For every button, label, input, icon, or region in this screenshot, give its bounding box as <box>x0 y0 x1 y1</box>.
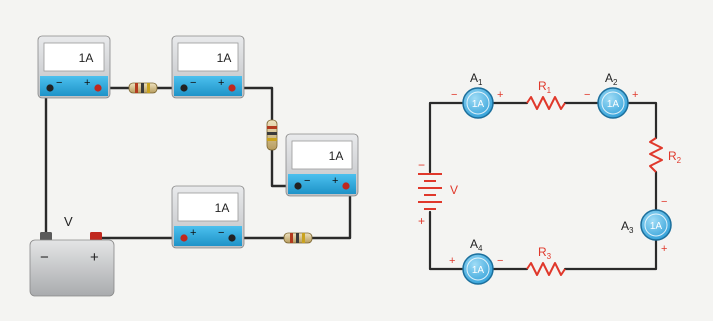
schematic-ammeter-a3: 1A A3 − + <box>621 196 672 255</box>
wire-top-left <box>428 101 465 174</box>
a1-left-sign: − <box>451 89 457 101</box>
schematic-voltage-source <box>418 173 442 210</box>
a2-label: A2 <box>605 71 618 87</box>
meter-4-reading: 1A <box>215 201 230 215</box>
pictorial-ammeter-4: 1A + − <box>171 185 245 249</box>
pictorial-circuit: 1A − + 1A − + 1A − + <box>29 35 359 297</box>
a2-left-sign: − <box>584 89 590 101</box>
pictorial-resistor-1 <box>128 82 158 94</box>
meter-4-left-sign: + <box>190 227 196 239</box>
a4-right-sign: − <box>497 255 503 267</box>
meter-3-pos-terminal <box>342 182 350 190</box>
source-pos-sign: + <box>418 214 425 228</box>
a3-label: A3 <box>621 219 634 235</box>
meter-1-neg-terminal <box>46 84 54 92</box>
r3-label: R3 <box>538 245 552 261</box>
meter-1-neg-sign: − <box>56 77 62 89</box>
wire-m2-m3 <box>234 86 296 188</box>
battery-neg-sign: − <box>40 249 49 266</box>
meter-2-neg-sign: − <box>190 77 196 89</box>
a2-right-sign: + <box>632 89 638 101</box>
meter-2-pos-sign: + <box>218 77 224 89</box>
wire-m3-m4 <box>236 184 352 240</box>
meter-1-reading: 1A <box>79 51 94 65</box>
pictorial-ammeter-3: 1A − + <box>285 133 359 197</box>
schematic-circuit: V − + R1 R2 R3 1A A1 − + 1A A2 − + <box>418 71 682 285</box>
meter-4-pos-terminal <box>180 234 188 242</box>
wire-a2-r2 <box>626 101 658 140</box>
meter-2-reading: 1A <box>217 51 232 65</box>
meter-3-pos-sign: + <box>332 175 338 187</box>
a2-reading: 1A <box>607 99 620 110</box>
meter-4-right-sign: − <box>218 227 224 239</box>
a1-right-sign: + <box>497 89 503 101</box>
schematic-ammeter-a1: 1A A1 − + <box>451 71 503 119</box>
a1-label: A1 <box>470 71 483 87</box>
a3-top-sign: − <box>661 196 667 208</box>
a3-bottom-sign: + <box>661 243 667 255</box>
schematic-ammeter-a4: 1A A4 + − <box>449 237 503 285</box>
meter-2-pos-terminal <box>228 84 236 92</box>
pictorial-ammeter-1: 1A − + <box>37 35 111 99</box>
a4-reading: 1A <box>472 265 485 276</box>
wire-a3-r3 <box>563 238 658 271</box>
schematic-resistor-r1 <box>526 96 566 110</box>
meter-1-pos-terminal <box>94 84 102 92</box>
pictorial-ammeter-2: 1A − + <box>171 35 245 99</box>
a1-reading: 1A <box>472 99 485 110</box>
wire-battery-neg <box>44 86 52 238</box>
r2-label: R2 <box>668 149 682 165</box>
a4-label: A4 <box>470 237 483 253</box>
meter-2-neg-terminal <box>180 84 188 92</box>
schematic-resistor-r2 <box>649 137 663 173</box>
battery-pos-sign: + <box>90 249 99 266</box>
r1-label: R1 <box>538 79 552 95</box>
meter-1-pos-sign: + <box>84 77 90 89</box>
battery-label: V <box>64 214 73 229</box>
meter-3-reading: 1A <box>329 149 344 163</box>
source-label: V <box>450 183 458 197</box>
schematic-resistor-r3 <box>526 262 566 276</box>
wire-a4-source <box>428 210 465 271</box>
schematic-wires <box>428 101 658 271</box>
pictorial-resistor-2 <box>266 119 278 151</box>
a3-reading: 1A <box>650 221 663 232</box>
meter-4-neg-terminal <box>228 234 236 242</box>
meter-3-neg-terminal <box>294 182 302 190</box>
schematic-ammeter-a2: 1A A2 − + <box>584 71 638 119</box>
pictorial-resistor-3 <box>283 232 313 244</box>
pictorial-battery: V − + <box>29 214 115 297</box>
source-neg-sign: − <box>418 158 425 172</box>
meter-3-neg-sign: − <box>304 175 310 187</box>
a4-left-sign: + <box>449 255 455 267</box>
